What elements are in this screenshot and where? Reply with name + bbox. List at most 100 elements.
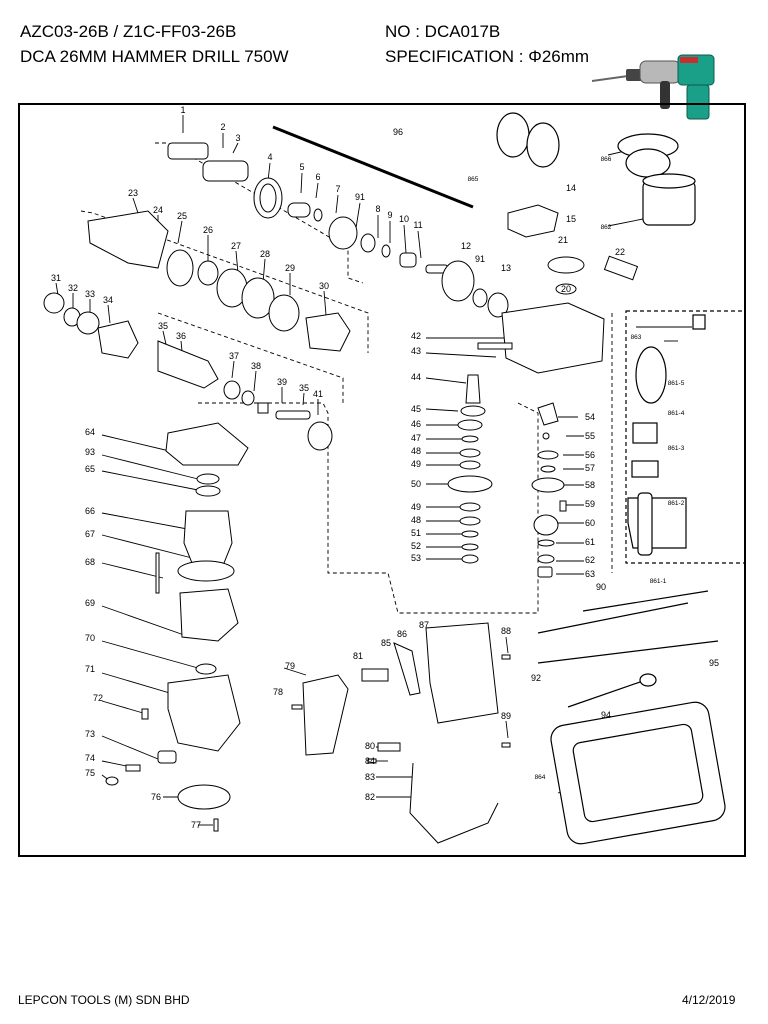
part-label-861-5: 861-5: [668, 380, 685, 387]
part-label-60: 60: [585, 518, 595, 528]
part-label-52: 52: [411, 541, 421, 551]
part-label-9: 9: [387, 210, 392, 220]
part-label-11: 11: [413, 220, 422, 230]
company-name: LEPCON TOOLS (M) SDN BHD: [18, 993, 190, 1007]
part-label-13: 13: [501, 263, 511, 273]
part-label-62: 62: [585, 555, 595, 565]
part-label-864: 864: [535, 774, 546, 781]
part-label-75: 75: [85, 768, 95, 778]
part-label-61: 61: [585, 537, 595, 547]
part-label-80: 80: [365, 741, 375, 751]
part-label-21: 21: [558, 235, 568, 245]
part-label-65: 65: [85, 464, 95, 474]
part-label-3: 3: [235, 133, 240, 143]
part-label-79: 79: [285, 661, 295, 671]
part-label-46: 46: [411, 419, 421, 429]
part-label-2: 2: [220, 122, 225, 132]
part-label-90: 90: [596, 582, 606, 592]
part-label-66: 66: [85, 506, 95, 516]
part-label-4: 4: [267, 152, 272, 162]
part-label-63: 63: [585, 569, 595, 579]
part-label-54: 54: [585, 412, 595, 422]
part-label-15: 15: [566, 214, 576, 224]
part-label-37: 37: [229, 351, 239, 361]
part-label-53: 53: [411, 553, 421, 563]
part-label-81: 81: [353, 651, 363, 661]
part-label-7: 7: [335, 184, 340, 194]
part-label-91: 91: [355, 192, 365, 202]
part-label-45: 45: [411, 404, 421, 414]
part-label-92: 92: [531, 673, 541, 683]
part-label-87: 87: [419, 620, 429, 630]
part-label-44: 44: [411, 372, 421, 382]
part-label-22: 22: [615, 247, 625, 257]
part-label-70: 70: [85, 633, 95, 643]
part-label-55: 55: [585, 431, 595, 441]
part-label-86: 86: [397, 629, 407, 639]
part-label-56: 56: [585, 450, 595, 460]
hammer-drill-photo: [592, 54, 715, 120]
part-label-88: 88: [501, 626, 511, 636]
part-label-64: 64: [85, 427, 95, 437]
part-label-67: 67: [85, 529, 95, 539]
part-label-33: 33: [85, 289, 95, 299]
part-label-865: 865: [468, 176, 479, 183]
part-label-863: 863: [631, 334, 642, 341]
specification: SPECIFICATION : Φ26mm: [385, 47, 590, 66]
part-label-73: 73: [85, 729, 95, 739]
part-label-83: 83: [365, 772, 375, 782]
part-label-14: 14: [566, 183, 576, 193]
part-label-5: 5: [299, 162, 304, 172]
part-label-58: 58: [585, 480, 595, 490]
part-label-96: 96: [393, 127, 403, 137]
part-label-94: 94: [601, 710, 611, 720]
part-label-41: 41: [313, 389, 323, 399]
part-label-32: 32: [68, 283, 78, 293]
part-label-69: 69: [85, 598, 95, 608]
part-label-862: 862: [601, 224, 612, 231]
part-label-78: 78: [273, 687, 283, 697]
diagram-frame: [18, 103, 746, 857]
part-label-76: 76: [151, 792, 161, 802]
document-number: NO : DCA017B: [385, 22, 501, 41]
part-label-27: 27: [231, 241, 241, 251]
part-label-866: 866: [601, 156, 612, 163]
part-label-84: 84: [365, 756, 375, 766]
part-label-1: 1: [180, 105, 185, 115]
part-label-51: 51: [411, 528, 421, 538]
part-label-34: 34: [103, 295, 113, 305]
part-label-12: 12: [461, 241, 471, 251]
part-label-77: 77: [191, 820, 201, 830]
part-label-91: 91: [475, 254, 485, 264]
part-label-861-3: 861-3: [668, 445, 685, 452]
part-label-24: 24: [153, 205, 163, 215]
part-label-82: 82: [365, 792, 375, 802]
part-label-28: 28: [260, 249, 270, 259]
part-label-72: 72: [93, 693, 103, 703]
part-label-31: 31: [51, 273, 61, 283]
part-label-48: 48: [411, 446, 421, 456]
part-label-43: 43: [411, 346, 421, 356]
part-label-68: 68: [85, 557, 95, 567]
part-label-23: 23: [128, 188, 138, 198]
part-label-36: 36: [176, 331, 186, 341]
part-label-74: 74: [85, 753, 95, 763]
part-label-6: 6: [315, 172, 320, 182]
part-label-29: 29: [285, 263, 295, 273]
part-label-50: 50: [411, 479, 421, 489]
exploded-parts-diagram: 1234567918910111291131415212220232425262…: [43, 105, 746, 845]
part-label-10: 10: [399, 214, 409, 224]
part-label-57: 57: [585, 463, 595, 473]
part-label-49: 49: [411, 502, 421, 512]
part-label-59: 59: [585, 499, 595, 509]
part-label-93: 93: [85, 447, 95, 457]
part-label-35: 35: [299, 383, 309, 393]
part-label-95: 95: [709, 658, 719, 668]
part-label-25: 25: [177, 211, 187, 221]
part-label-42: 42: [411, 331, 421, 341]
part-label-47: 47: [411, 433, 421, 443]
part-label-861-4: 861-4: [668, 410, 685, 417]
part-label-35: 35: [158, 321, 168, 331]
part-label-20: 20: [561, 284, 571, 294]
